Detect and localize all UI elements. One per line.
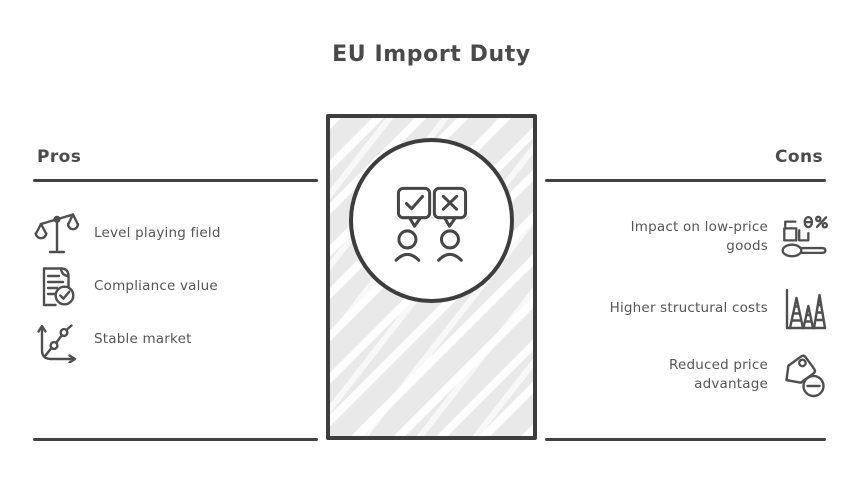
list-item: Stable market (32, 315, 221, 365)
cons-bottom-divider (545, 438, 826, 442)
center-panel (326, 114, 537, 440)
cons-heading: Cons (775, 147, 823, 167)
growth-chart-icon (32, 314, 82, 366)
pros-item-label: Stable market (94, 331, 192, 348)
cross-bubble-person-icon (432, 186, 467, 262)
cons-top-divider (545, 179, 826, 183)
cons-item-label: Reduced price advantage (669, 356, 768, 392)
balance-scale-icon (32, 208, 82, 260)
cons-item-label: Higher structural costs (609, 300, 768, 317)
checkmark-bubble-person-icon (394, 186, 431, 262)
approve-reject-people-illustration (349, 138, 514, 303)
pros-top-divider (33, 179, 318, 183)
page-title: EU Import Duty (332, 42, 531, 67)
list-item: Higher structural costs (610, 283, 829, 335)
list-item: Compliance value (32, 262, 221, 312)
low-price-goods-icon (779, 211, 829, 263)
cons-item-label: Impact on low-price goods (630, 218, 768, 254)
document-check-icon (32, 261, 82, 313)
pros-list: Level playing field Compliance value (32, 209, 221, 368)
pros-bottom-divider (33, 438, 318, 442)
pros-heading: Pros (37, 147, 82, 167)
list-item: Reduced price advantage (660, 349, 829, 401)
cons-list: Impact on low-price goods Higher structu… (610, 211, 829, 401)
pros-item-label: Level playing field (94, 225, 221, 242)
pros-item-label: Compliance value (94, 278, 218, 295)
price-tag-minus-icon (779, 349, 829, 401)
list-item: Impact on low-price goods (610, 211, 829, 263)
cross-glyph (441, 194, 458, 211)
checkmark-glyph (404, 194, 424, 210)
rising-costs-icon (779, 283, 829, 335)
list-item: Level playing field (32, 209, 221, 259)
